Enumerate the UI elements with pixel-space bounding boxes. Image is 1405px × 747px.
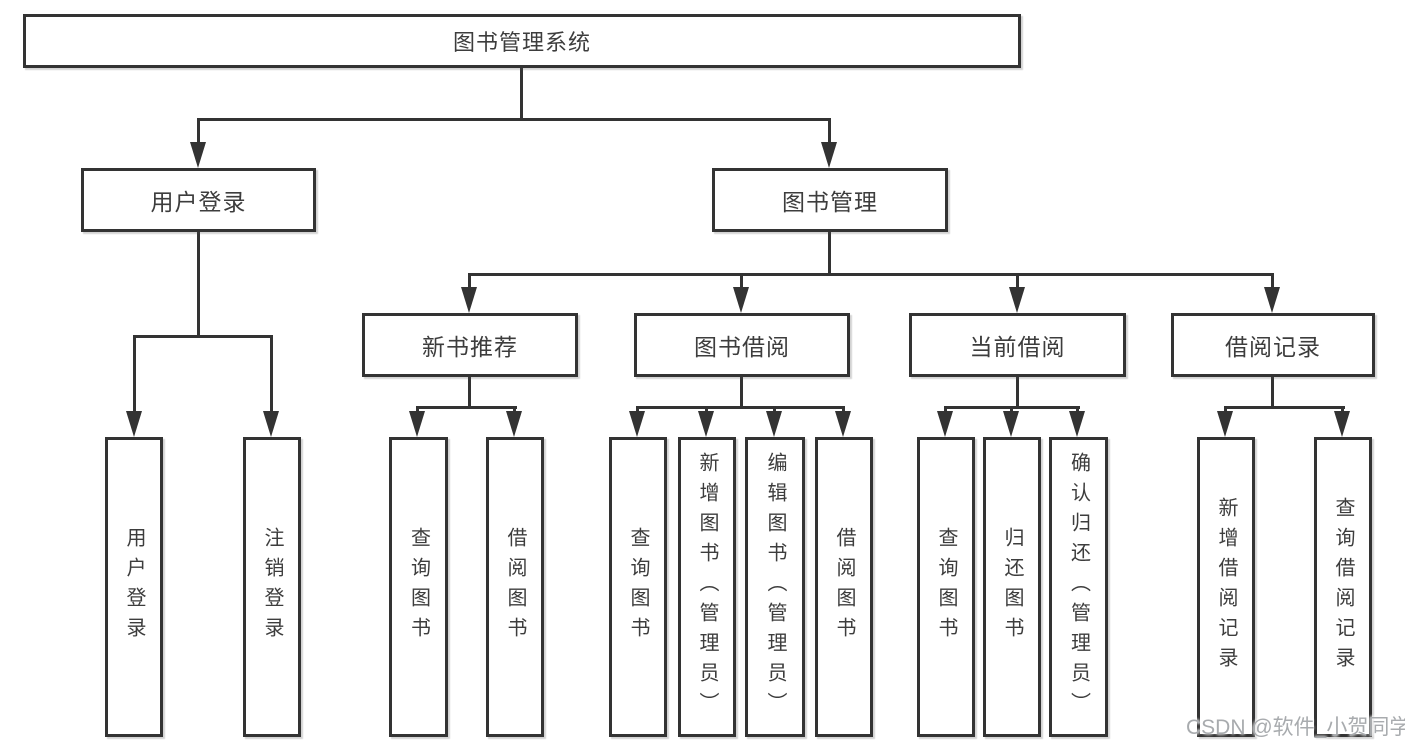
connector-line	[1016, 377, 1019, 406]
connector-line	[1341, 406, 1344, 413]
node-label: 用户登录	[150, 189, 247, 215]
connector-line	[197, 232, 200, 335]
leaf-confirm-return-admin: 确认归还（管理员）	[1049, 437, 1108, 737]
connector-line	[1224, 406, 1227, 413]
node-user-login: 用户登录	[81, 168, 316, 232]
csdn-watermark: CSDN @软件_小贺同学	[1186, 716, 1405, 739]
connector-line	[468, 377, 471, 406]
leaf-logout-login: 注销登录	[243, 437, 301, 737]
arrow-down-icon	[1009, 287, 1025, 313]
node-current-borrow: 当前借阅	[909, 313, 1126, 377]
leaf-borrow-book-recommend: 借阅图书	[486, 437, 544, 737]
arrow-down-icon	[766, 411, 782, 437]
connector-line	[468, 273, 1274, 276]
arrow-down-icon	[629, 411, 645, 437]
node-label: 借阅记录	[1225, 334, 1321, 360]
arrow-down-icon	[461, 287, 477, 313]
node-label: 编辑图书（管理员）	[764, 452, 786, 722]
node-label: 新增图书（管理员）	[696, 452, 718, 722]
node-label: 图书管理	[782, 189, 878, 215]
leaf-borrow-book: 借阅图书	[815, 437, 873, 737]
connector-line	[828, 232, 831, 273]
connector-line	[828, 118, 831, 144]
node-label: 查询图书	[935, 527, 957, 647]
leaf-add-borrow-record: 新增借阅记录	[1197, 437, 1255, 737]
connector-line	[520, 68, 523, 118]
connector-line	[1016, 273, 1019, 289]
node-label: 确认归还（管理员）	[1067, 452, 1090, 722]
arrow-down-icon	[190, 142, 206, 168]
leaf-edit-book-admin: 编辑图书（管理员）	[745, 437, 805, 737]
leaf-query-book-recommend: 查询图书	[389, 437, 448, 737]
node-label: 新增借阅记录	[1215, 497, 1237, 677]
connector-line	[416, 406, 517, 409]
connector-line	[705, 406, 708, 413]
leaf-add-book-admin: 新增图书（管理员）	[678, 437, 736, 737]
connector-line	[513, 406, 516, 413]
connector-line	[1010, 406, 1013, 413]
arrow-down-icon	[1003, 411, 1019, 437]
arrow-down-icon	[733, 287, 749, 313]
node-new-book-recommend: 新书推荐	[362, 313, 578, 377]
node-label: 图书管理系统	[452, 30, 591, 55]
connector-line	[740, 273, 743, 289]
node-library-system: 图书管理系统	[23, 14, 1021, 68]
leaf-query-borrow-record: 查询借阅记录	[1314, 437, 1372, 737]
node-label: 归还图书	[1001, 527, 1023, 647]
connector-line	[842, 406, 845, 413]
arrow-down-icon	[835, 411, 851, 437]
arrow-down-icon	[821, 142, 837, 168]
connector-line	[1224, 406, 1345, 409]
arrow-down-icon	[937, 411, 953, 437]
arrow-down-icon	[506, 411, 522, 437]
connector-line	[197, 118, 831, 121]
connector-line	[773, 406, 776, 413]
connector-line	[1271, 377, 1274, 406]
arrow-down-icon	[263, 411, 279, 437]
connector-line	[636, 406, 845, 409]
connector-line	[1076, 406, 1079, 413]
node-borrow-record: 借阅记录	[1171, 313, 1375, 377]
leaf-user-login: 用户登录	[105, 437, 163, 737]
connector-line	[1271, 273, 1274, 289]
leaf-query-book-current: 查询图书	[917, 437, 975, 737]
node-book-borrow: 图书借阅	[634, 313, 850, 377]
leaf-return-book: 归还图书	[983, 437, 1041, 737]
connector-line	[944, 406, 947, 413]
node-label: 注销登录	[261, 527, 283, 647]
connector-line	[740, 377, 743, 406]
connector-line	[468, 273, 471, 289]
node-label: 查询图书	[627, 527, 649, 647]
connector-line	[133, 335, 273, 338]
arrow-down-icon	[698, 411, 714, 437]
node-label: 借阅图书	[833, 527, 855, 647]
node-label: 新书推荐	[422, 334, 518, 360]
arrow-down-icon	[126, 411, 142, 437]
connector-line	[636, 406, 639, 413]
arrow-down-icon	[1217, 411, 1233, 437]
leaf-query-book-borrow: 查询图书	[609, 437, 667, 737]
arrow-down-icon	[1069, 411, 1085, 437]
node-label: 当前借阅	[969, 334, 1066, 360]
node-book-management: 图书管理	[712, 168, 948, 232]
node-label: 查询图书	[407, 527, 430, 647]
arrow-down-icon	[1334, 411, 1350, 437]
connector-line	[197, 118, 200, 144]
node-label: 图书借阅	[694, 334, 790, 360]
connector-line	[416, 406, 419, 413]
node-label: 借阅图书	[504, 527, 526, 647]
connector-line	[270, 335, 273, 412]
node-label: 用户登录	[123, 527, 145, 647]
node-label: 查询借阅记录	[1332, 497, 1354, 677]
arrow-down-icon	[409, 411, 425, 437]
connector-line	[133, 335, 136, 412]
arrow-down-icon	[1264, 287, 1280, 313]
